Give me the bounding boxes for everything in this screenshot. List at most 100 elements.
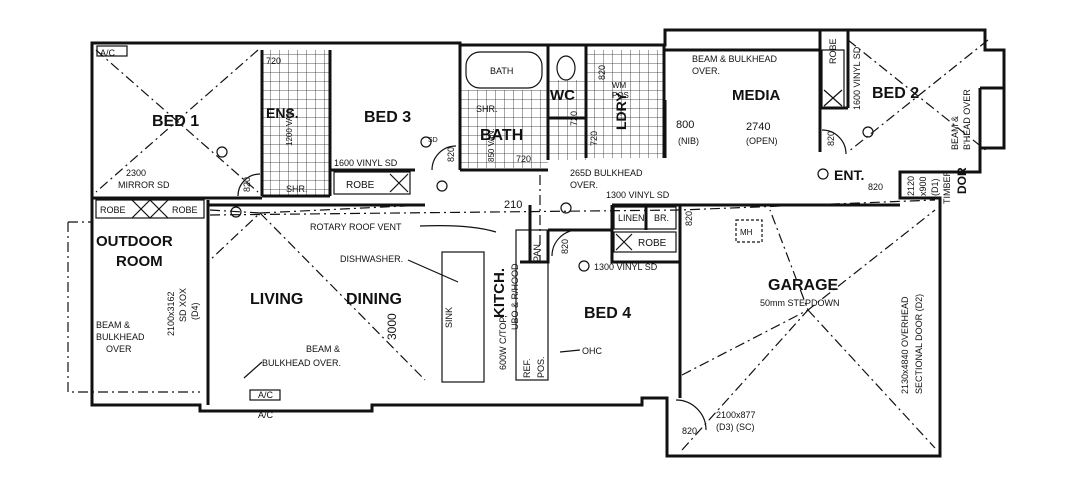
note-pan: PAN.: [532, 242, 542, 262]
room-label-bed1: BED 1: [152, 113, 199, 130]
kitchen-back-bench: [515, 229, 549, 381]
note-sd-out-3: (D4): [190, 302, 200, 320]
note-stepdown: 50mm STEPDOWN: [760, 298, 840, 308]
door-swing-ent: [821, 129, 847, 155]
bath-tub: [465, 51, 543, 89]
bed4-robe: [613, 231, 677, 253]
note-mirror-sd: MIRROR SD: [118, 180, 170, 190]
toilet-bowl: [556, 55, 576, 81]
kitchen-bench: [441, 251, 485, 383]
room-label-bed4: BED 4: [584, 305, 631, 322]
room-label-dining: DINING: [346, 291, 402, 308]
room-label-kitch: KITCH.: [491, 268, 508, 318]
room-label-bed3: BED 3: [364, 109, 411, 126]
ensuite-tiles: [262, 50, 330, 196]
note-beam-liv-1: BEAM &: [306, 344, 340, 354]
note-720-bath: 720: [516, 154, 531, 164]
note-820-ent: 820: [868, 182, 883, 192]
manhole: [735, 219, 763, 243]
note-ubo: UBO & R/HOOD: [510, 263, 520, 330]
note-beam-media: BEAM & BULKHEAD: [692, 54, 778, 64]
note-sd-out-2: SD XOX: [178, 288, 188, 322]
smoke-detector-ent: [817, 168, 829, 180]
note-timber: TIMBER: [942, 169, 952, 204]
rotary-vent-line: [209, 199, 936, 216]
note-210: 210: [504, 199, 522, 211]
note-vinyl-bed2: 1600 VINYL SD: [852, 46, 862, 110]
note-beam-out-2: BULKHEAD: [96, 332, 145, 342]
leader-bulkhead-liv: [243, 361, 263, 379]
room-label-ldry: LDRY: [613, 92, 629, 130]
note-bhead-bed2: B'HEAD OVER: [962, 89, 972, 150]
note-van-bath: 850 VAN.: [487, 128, 496, 162]
note-ac-living: A/C: [258, 390, 274, 400]
note-robe-bed4: ROBE: [638, 238, 667, 249]
note-shr-bath: SHR.: [476, 104, 498, 114]
room-label-ent: ENT.: [834, 167, 864, 183]
note-beam-liv-2: BULKHEAD OVER.: [262, 358, 341, 368]
room-label-garage: GARAGE: [768, 277, 839, 294]
note-vinyl-bed4: 1300 VINYL SD: [594, 262, 658, 272]
note-820-pan: 820: [560, 239, 570, 254]
note-265d-over: OVER.: [570, 180, 598, 190]
leader-dishwasher: [407, 259, 459, 283]
note-ref: REF.: [522, 358, 532, 378]
note-t-ldry: -T-: [616, 109, 626, 118]
note-2120: 2120: [906, 176, 916, 196]
note-820-linen: 820: [684, 211, 694, 226]
note-ctop: 600W C/TOP,: [498, 315, 508, 370]
bed3-robe-cross: [389, 173, 409, 193]
linen-cupboard: [613, 206, 677, 230]
garage-diagonals: [681, 209, 936, 451]
door-swing-bed3: [431, 145, 457, 171]
note-over-media: OVER.: [692, 66, 720, 76]
note-robe-bed2: ROBE: [828, 38, 838, 64]
leader-ohc: [559, 349, 581, 353]
note-pos-kitch: POS.: [536, 356, 546, 378]
note-overhead-door-1: 2130x4840 OVERHEAD: [900, 296, 910, 394]
note-d3-sc: (D3) (SC): [716, 422, 755, 432]
note-sd: SD: [428, 137, 438, 144]
note-ohc: OHC: [582, 346, 603, 356]
note-mirror-2300: 2300: [126, 168, 146, 178]
smoke-detector-bed1: [216, 146, 228, 158]
note-vinyl-bed3: 1600 VINYL SD: [334, 158, 398, 168]
room-label-bath: BATH: [480, 127, 523, 144]
note-br: BR.: [654, 213, 669, 223]
note-robe-bed1-b: ROBE: [172, 205, 198, 215]
room-label-wc: WC: [550, 87, 575, 104]
note-dishwasher: DISHWASHER.: [340, 254, 403, 264]
note-2740: 2740: [746, 121, 770, 133]
bed2-diagonals: [847, 39, 989, 153]
bed1-robe-cross: [131, 199, 169, 219]
room-label-media: MEDIA: [732, 87, 781, 104]
note-linen: LINEN: [618, 213, 645, 223]
note-820-ldry: 820: [597, 65, 607, 80]
note-overhead-door-2: SECTIONAL DOOR (D2): [914, 294, 924, 394]
note-720-ldry: 720: [589, 131, 599, 146]
note-820-bed1: 820: [242, 177, 252, 192]
smoke-detector-bed4: [578, 260, 590, 272]
note-d1: (D1): [930, 178, 940, 196]
smoke-detector-living: [230, 206, 242, 218]
interior-walls: [92, 30, 900, 405]
room-label-outdoor: OUTDOOR: [96, 233, 173, 250]
outdoor-room-outline: [67, 221, 200, 393]
door-swing-bed1: [237, 173, 261, 197]
ac-unit-living: [249, 389, 281, 401]
note-rotary-vent: ROTARY ROOF VENT: [310, 222, 402, 232]
smoke-detector-bed2: [862, 126, 874, 138]
note-beam-out-3: OVER: [106, 344, 132, 354]
bed3-robe: [333, 171, 411, 195]
note-sd-out-1: 2100x3162: [166, 291, 176, 336]
note-pos-ldry: POS: [612, 91, 629, 100]
ac-unit-bed1: [96, 45, 128, 57]
note-ac-bed1: A/C: [100, 48, 116, 58]
note-x900: x900: [918, 176, 928, 196]
note-beam-bed2: BEAM &: [950, 116, 960, 150]
note-vinyl-linen: 1300 VINYL SD: [606, 190, 670, 200]
note-3000: 3000: [385, 313, 399, 340]
note-820-garage: 820: [682, 426, 697, 436]
door-swing-garage: [675, 399, 707, 431]
